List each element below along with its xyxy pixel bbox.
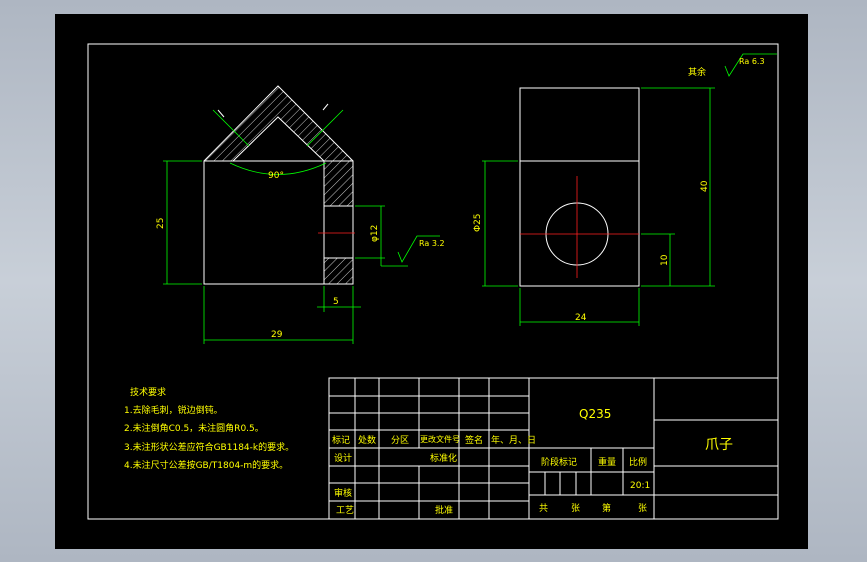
- roughness-rest-label: 其余: [688, 66, 706, 78]
- drawing-sheet: 90° 29 5 25 φ12 Ra 3.2 24: [55, 14, 808, 549]
- header-label-5: 签名: [465, 434, 483, 446]
- dim-left-height: 25: [156, 218, 166, 229]
- header-label-1: 标记: [332, 434, 350, 446]
- tech-requirements: 技术要求 1.去除毛刺，锐边倒钝。 2.未注倒角C0.5，未注圆角R0.5。 3…: [124, 386, 294, 471]
- part-name: 爪子: [705, 437, 733, 453]
- roughness-rest-value: Ra 6.3: [739, 57, 765, 66]
- dim-left-hole: φ12: [370, 225, 380, 242]
- tech-item-3: 3.未注形状公差应符合GB1184-k的要求。: [124, 441, 294, 453]
- tech-item-2: 2.未注倒角C0.5，未注圆角R0.5。: [124, 422, 264, 434]
- dim-angle: 90°: [268, 171, 284, 181]
- dim-left-width: 29: [271, 330, 283, 340]
- scale-value: 20:1: [630, 481, 650, 491]
- header-label-4: 更改文件号: [420, 434, 460, 444]
- approve-label: 批准: [435, 504, 453, 516]
- dim-right-offset: 10: [660, 254, 670, 266]
- stage-mark-label: 阶段标记: [541, 456, 577, 468]
- title-block: Q235 爪子 标记 处数 分区 更改文件号 签名 年、月、日 设计 标准化 审…: [328, 377, 779, 520]
- design-label: 设计: [334, 452, 352, 464]
- sheets-unit-label: 张: [571, 503, 580, 514]
- header-label-3: 分区: [391, 435, 409, 446]
- scale-label: 比例: [629, 456, 647, 468]
- drawing-canvas: 90° 29 5 25 φ12 Ra 3.2 24: [87, 43, 779, 520]
- tech-heading: 技术要求: [130, 386, 166, 398]
- header-label-2: 处数: [358, 434, 376, 446]
- sheets-total-label: 共: [539, 503, 548, 514]
- sheet-unit2-label: 张: [638, 503, 647, 514]
- dim-right-width: 24: [575, 313, 587, 323]
- tech-item-4: 4.未注尺寸公差按GB/T1804-m的要求。: [124, 459, 288, 471]
- review-label: 审核: [334, 487, 352, 499]
- dim-left-slot: 5: [333, 297, 339, 307]
- dim-right-height: 40: [700, 180, 710, 192]
- sheet-no-label: 第: [602, 502, 611, 514]
- material-label: Q235: [579, 407, 611, 421]
- roughness-hole: Ra 3.2: [419, 239, 445, 248]
- dim-right-dia: Φ25: [473, 213, 483, 232]
- header-label-6: 年、月、日: [491, 434, 536, 446]
- standardize-label: 标准化: [430, 452, 457, 464]
- left-view: 90° 29 5 25 φ12 Ra 3.2: [156, 85, 445, 344]
- weight-label: 重量: [598, 456, 616, 468]
- right-view: 24 Φ25 40 10 其余 Ra 6.3: [473, 53, 777, 326]
- tech-item-1: 1.去除毛刺，锐边倒钝。: [124, 404, 223, 416]
- process-label: 工艺: [336, 505, 354, 516]
